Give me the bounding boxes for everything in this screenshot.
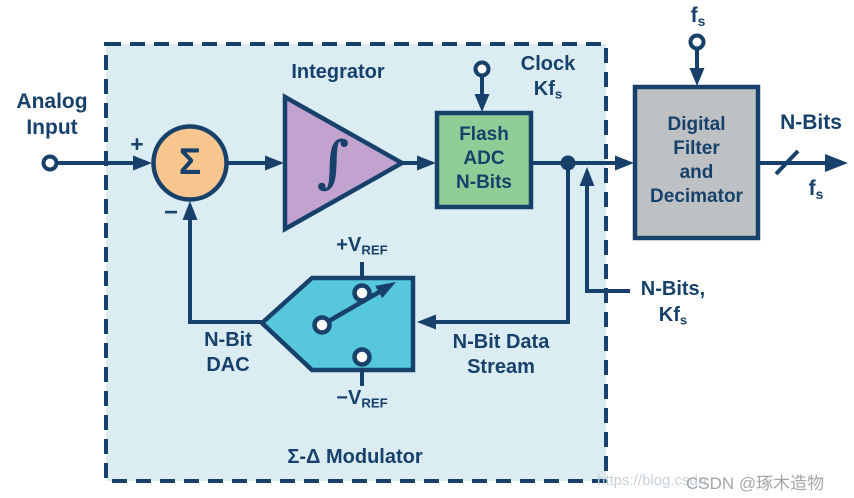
summing-junction: [151, 124, 229, 202]
clock-terminal: [473, 60, 491, 78]
flash-adc-line3: N-Bits: [456, 172, 512, 193]
digital-filter-line4: Decimator: [650, 186, 743, 207]
digital-filter-line1: Digital: [667, 114, 726, 135]
arrow-into-sum: [133, 155, 152, 171]
arrow-into-adc: [417, 155, 436, 171]
minus-vref-subscript: REF: [361, 395, 388, 411]
digital-filter-line2: Filter: [673, 138, 720, 159]
arrow-into-integrator: [265, 155, 284, 171]
digital-filter-line3: and: [679, 162, 714, 183]
switch-mvref-contact: [352, 347, 372, 367]
flash-adc-line2: ADC: [463, 148, 505, 169]
arrow-into-dac: [417, 314, 436, 330]
analog-input-line1: Analog: [16, 90, 88, 113]
analog-input-line2: Input: [26, 116, 78, 139]
plus-vref-label: +VREF: [336, 234, 388, 258]
signal-lines: [58, 50, 827, 386]
integrator-label: Integrator: [291, 61, 385, 83]
n-bits-kfs-line2: Kfs: [658, 304, 688, 328]
n-bits-output-label: N-Bits: [780, 111, 842, 134]
clock-label: Clock Kfs: [502, 52, 594, 107]
analog-input-label: Analog Input: [2, 89, 102, 141]
plus-vref-subscript: REF: [361, 242, 388, 258]
sum-minus-sign: −: [163, 199, 178, 226]
dac-switch-body: [258, 275, 416, 373]
fs-top-subscript: s: [697, 12, 706, 29]
sigma-delta-modulator-label: Σ-Δ Modulator: [287, 446, 423, 468]
arrow-output: [825, 154, 848, 172]
analog-input-terminal: [41, 154, 59, 172]
n-bit-data-stream-line2: Stream: [467, 356, 535, 378]
n-bits-kfs-line1: N-Bits,: [640, 278, 706, 300]
minus-vref-label: −VREF: [336, 387, 388, 411]
n-bits-kfs-subscript: s: [679, 312, 688, 328]
n-bits-kfs-label: N-Bits, Kfs: [628, 276, 718, 334]
flash-adc-line1: Flash: [459, 124, 509, 145]
digital-filter-label: Digital Filter and Decimator: [637, 113, 756, 209]
nbits-kfs-pointer-line: [585, 185, 630, 293]
watermark-handle-text: CSDN @琢木造物: [686, 474, 825, 493]
arrow-into-filter: [615, 155, 634, 171]
switch-pvref-contact: [352, 283, 372, 303]
junction-dot: [560, 155, 576, 171]
arrowheads: [133, 68, 848, 330]
flash-adc-box: [434, 110, 534, 210]
fs-out-subscript: s: [815, 185, 824, 202]
clock-line1: Clock: [520, 53, 576, 75]
switch-common-contact: [312, 315, 332, 335]
fs-terminal: [688, 33, 706, 51]
digital-filter-box: [632, 84, 761, 241]
n-bit-dac-line2: DAC: [206, 354, 250, 376]
arrow-fs-down: [689, 68, 705, 86]
dac-to-sum-line: [188, 219, 262, 324]
integrator-triangle: [282, 93, 407, 233]
arrow-into-sum-minus: [182, 201, 198, 220]
n-bit-dac-line1: N-Bit: [204, 329, 252, 351]
integral-glyph: ∫: [316, 129, 350, 195]
sum-plus-sign: +: [130, 131, 144, 157]
feedback-to-dac-line: [436, 163, 570, 324]
watermark-url-text: https://blog.csdn: [597, 472, 707, 489]
fs-output-label: fs: [808, 177, 824, 202]
n-bit-data-stream-line1: N-Bit Data: [452, 331, 550, 353]
bus-slash-mark: [774, 149, 800, 176]
switch-arm-line: [320, 289, 383, 327]
modulator-dashed-box: [104, 42, 608, 483]
fs-top-label: fs: [690, 4, 706, 29]
clock-line2: Kfs: [533, 78, 563, 102]
dac-switch: [312, 282, 396, 367]
n-bit-data-stream-label: N-Bit Data Stream: [430, 330, 572, 380]
arrow-nbits-kfs-up: [579, 167, 595, 186]
sigma-glyph: Σ: [178, 141, 202, 182]
clock-kfs-subscript: s: [554, 86, 563, 102]
flash-adc-label: Flash ADC N-Bits: [439, 123, 529, 195]
n-bit-dac-label: N-Bit DAC: [182, 328, 274, 378]
arrow-clock-down: [474, 94, 490, 112]
switch-arm-arrow: [375, 282, 396, 299]
